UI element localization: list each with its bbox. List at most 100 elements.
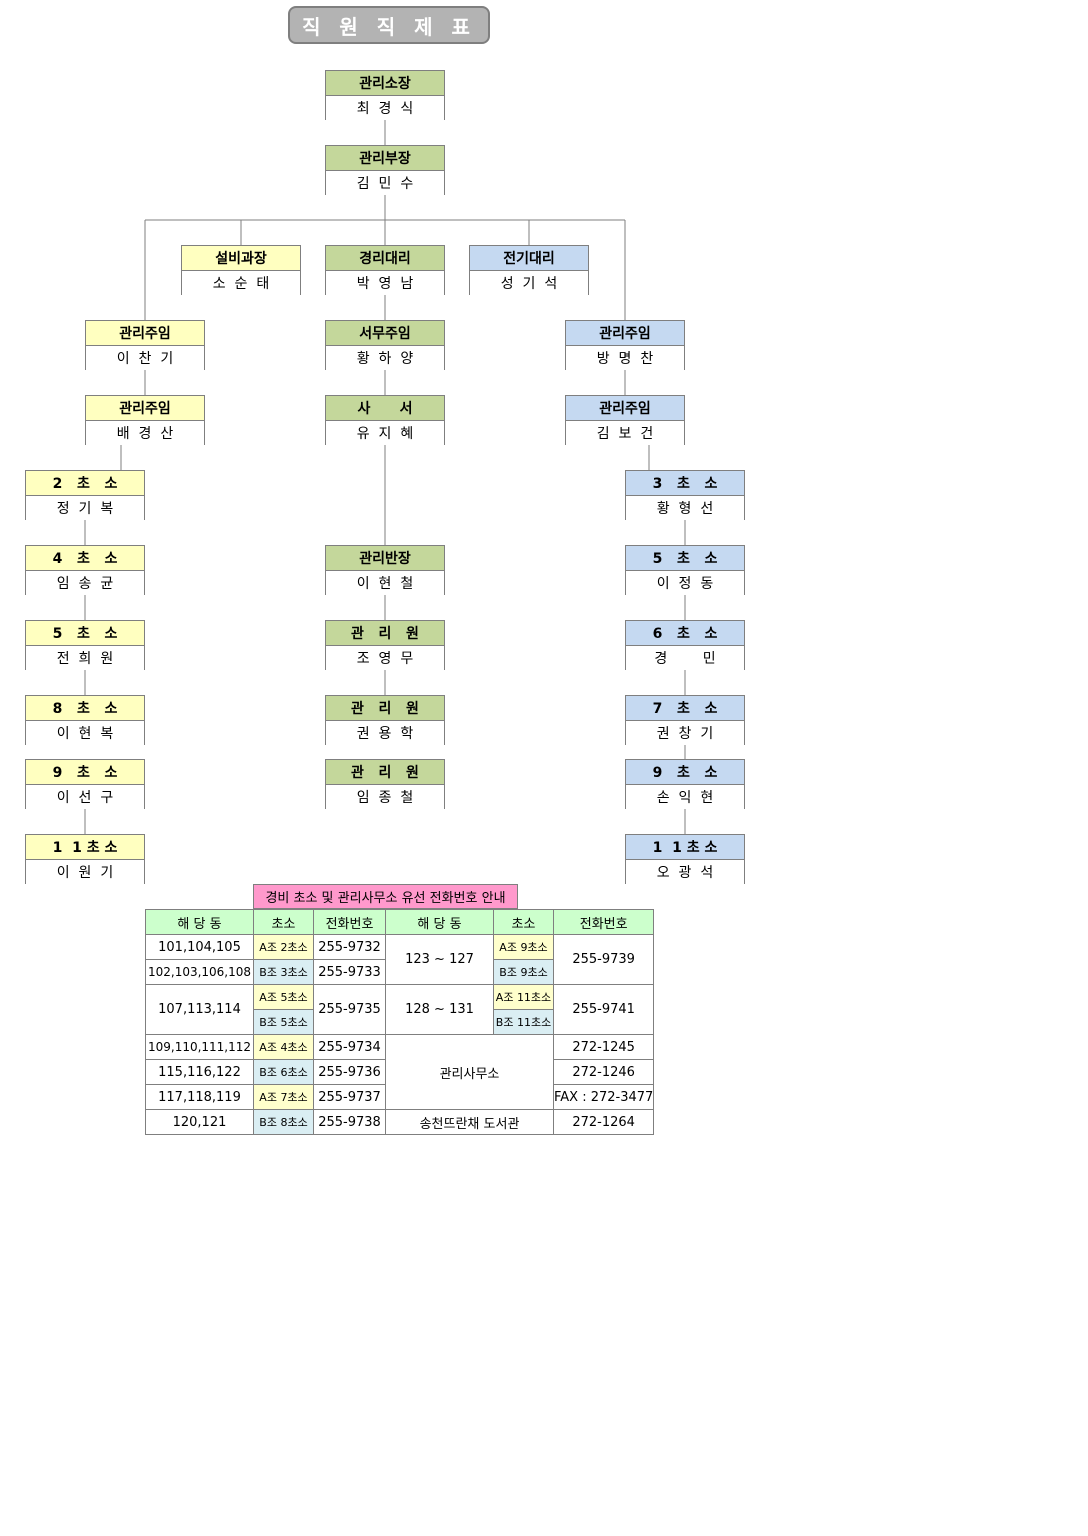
position-title: 관리소장 <box>326 71 444 96</box>
position-title: 관리주임 <box>566 396 684 421</box>
org-box-center-staff: 관 리 원 임 종 철 <box>325 759 445 809</box>
position-title: 4 초 소 <box>26 546 144 571</box>
tel-cell: 272-1264 <box>552 1109 655 1135</box>
chart-title: 직 원 직 제 표 <box>288 6 490 44</box>
position-title: 관 리 원 <box>326 760 444 785</box>
person-name: 유 지 혜 <box>326 421 444 445</box>
tel-cell: 255-9733 <box>313 959 386 985</box>
org-box-clerk-chief: 서무주임 황 하 양 <box>325 320 445 370</box>
position-title: 사 서 <box>326 396 444 421</box>
table-row: 101,104,105 A조 2초소 255-9732 123 ~ 127 A조… <box>145 934 655 985</box>
org-box-left-post: 8 초 소 이 현 복 <box>25 695 145 745</box>
dong-cell: 101,104,105 <box>145 934 254 960</box>
person-name: 황 형 선 <box>626 496 744 520</box>
position-title: 8 초 소 <box>26 696 144 721</box>
position-title: 관리주임 <box>86 396 204 421</box>
person-name: 박 영 남 <box>326 271 444 295</box>
tel-cell: 255-9741 <box>552 984 655 1035</box>
org-box-vice-manager: 관리부장 김 민 수 <box>325 145 445 195</box>
position-title: 5 초 소 <box>26 621 144 646</box>
dong-cell: 128 ~ 131 <box>385 984 494 1035</box>
person-name: 이 찬 기 <box>86 346 204 370</box>
position-title: 관리부장 <box>326 146 444 171</box>
dong-cell: 107,113,114 <box>145 984 254 1035</box>
header-cell: 해 당 동 <box>145 909 254 935</box>
position-title: 1 1 초 소 <box>26 835 144 860</box>
org-box-facility-chief: 설비과장 소 순 태 <box>181 245 301 295</box>
position-title: 서무주임 <box>326 321 444 346</box>
dong-cell: 120,121 <box>145 1109 254 1135</box>
person-name: 임 종 철 <box>326 785 444 809</box>
post-cell: A조 4초소 <box>253 1034 314 1060</box>
org-box-right-post: 6 초 소 경 민 <box>625 620 745 670</box>
org-box-right-post: 7 초 소 권 창 기 <box>625 695 745 745</box>
table-header-row: 해 당 동 초소 전화번호 해 당 동 초소 전화번호 <box>145 909 655 935</box>
position-title: 전기대리 <box>470 246 588 271</box>
post-cell: A조 5초소 <box>253 984 314 1010</box>
tel-cell: 255-9737 <box>313 1084 386 1110</box>
org-box-left-chief-1: 관리주임 이 찬 기 <box>85 320 205 370</box>
table-row: 109,110,111,112 A조 4초소 255-9734 관리사무소 27… <box>145 1034 655 1110</box>
post-cell: A조 7초소 <box>253 1084 314 1110</box>
dong-cell: 102,103,106,108 <box>145 959 254 985</box>
person-name: 최 경 식 <box>326 96 444 120</box>
org-box-right-post: 1 1 초 소 오 광 석 <box>625 834 745 884</box>
person-name: 성 기 석 <box>470 271 588 295</box>
org-box-electric: 전기대리 성 기 석 <box>469 245 589 295</box>
org-box-left-post: 1 1 초 소 이 원 기 <box>25 834 145 884</box>
person-name: 이 선 구 <box>26 785 144 809</box>
office-cell: 관리사무소 <box>385 1034 554 1110</box>
position-title: 관 리 원 <box>326 696 444 721</box>
person-name: 이 현 철 <box>326 571 444 595</box>
org-box-left-post: 9 초 소 이 선 구 <box>25 759 145 809</box>
org-box-center-staff: 관리반장 이 현 철 <box>325 545 445 595</box>
tel-cell: 272-1245 <box>552 1034 655 1060</box>
position-title: 1 1 초 소 <box>626 835 744 860</box>
person-name: 오 광 석 <box>626 860 744 884</box>
position-title: 9 초 소 <box>26 760 144 785</box>
fax-cell: FAX : 272-3477 <box>552 1084 655 1110</box>
phone-table: 해 당 동 초소 전화번호 해 당 동 초소 전화번호 101,104,105 … <box>145 909 655 1135</box>
table-row: 117,118,119 A조 7초소 255-9737 FAX : 272-34… <box>145 1084 655 1110</box>
header-cell: 초소 <box>253 909 314 935</box>
person-name: 전 희 원 <box>26 646 144 670</box>
position-title: 5 초 소 <box>626 546 744 571</box>
position-title: 2 초 소 <box>26 471 144 496</box>
position-title: 7 초 소 <box>626 696 744 721</box>
org-box-left-post: 2 초 소 정 기 복 <box>25 470 145 520</box>
table-row: 102,103,106,108 B조 3초소 255-9733 B조 9초소 <box>145 959 654 985</box>
org-box-accounting: 경리대리 박 영 남 <box>325 245 445 295</box>
tel-cell: 255-9734 <box>313 1034 386 1060</box>
tel-cell: 255-9738 <box>313 1109 386 1135</box>
org-box-left-post: 4 초 소 임 송 균 <box>25 545 145 595</box>
tel-cell: 272-1246 <box>552 1059 655 1085</box>
post-cell: B조 8초소 <box>253 1109 314 1135</box>
header-cell: 전화번호 <box>552 909 655 935</box>
person-name: 배 경 산 <box>86 421 204 445</box>
org-box-right-chief-1: 관리주임 방 명 찬 <box>565 320 685 370</box>
org-box-center-staff: 관 리 원 권 용 학 <box>325 695 445 745</box>
dong-cell: 117,118,119 <box>145 1084 254 1110</box>
position-title: 3 초 소 <box>626 471 744 496</box>
org-box-manager: 관리소장 최 경 식 <box>325 70 445 120</box>
org-box-left-chief-2: 관리주임 배 경 산 <box>85 395 205 445</box>
org-box-clerk: 사 서 유 지 혜 <box>325 395 445 445</box>
person-name: 이 현 복 <box>26 721 144 745</box>
person-name: 방 명 찬 <box>566 346 684 370</box>
table-row: B조 5초소 B조 11초소 <box>146 1009 654 1035</box>
person-name: 이 정 동 <box>626 571 744 595</box>
person-name: 임 송 균 <box>26 571 144 595</box>
post-cell: B조 3초소 <box>253 959 314 985</box>
post-cell: B조 5초소 <box>253 1009 314 1035</box>
person-name: 권 창 기 <box>626 721 744 745</box>
dong-cell: 123 ~ 127 <box>385 934 494 985</box>
tel-cell: 255-9739 <box>552 934 655 985</box>
org-box-right-post: 9 초 소 손 익 현 <box>625 759 745 809</box>
table-row: 107,113,114 A조 5초소 255-9735 128 ~ 131 A조… <box>145 984 655 1035</box>
person-name: 이 원 기 <box>26 860 144 884</box>
post-cell: A조 9초소 <box>493 934 554 960</box>
person-name: 경 민 <box>626 646 744 670</box>
post-cell: A조 11초소 <box>493 984 554 1010</box>
position-title: 관리반장 <box>326 546 444 571</box>
dong-cell: 109,110,111,112 <box>145 1034 254 1060</box>
